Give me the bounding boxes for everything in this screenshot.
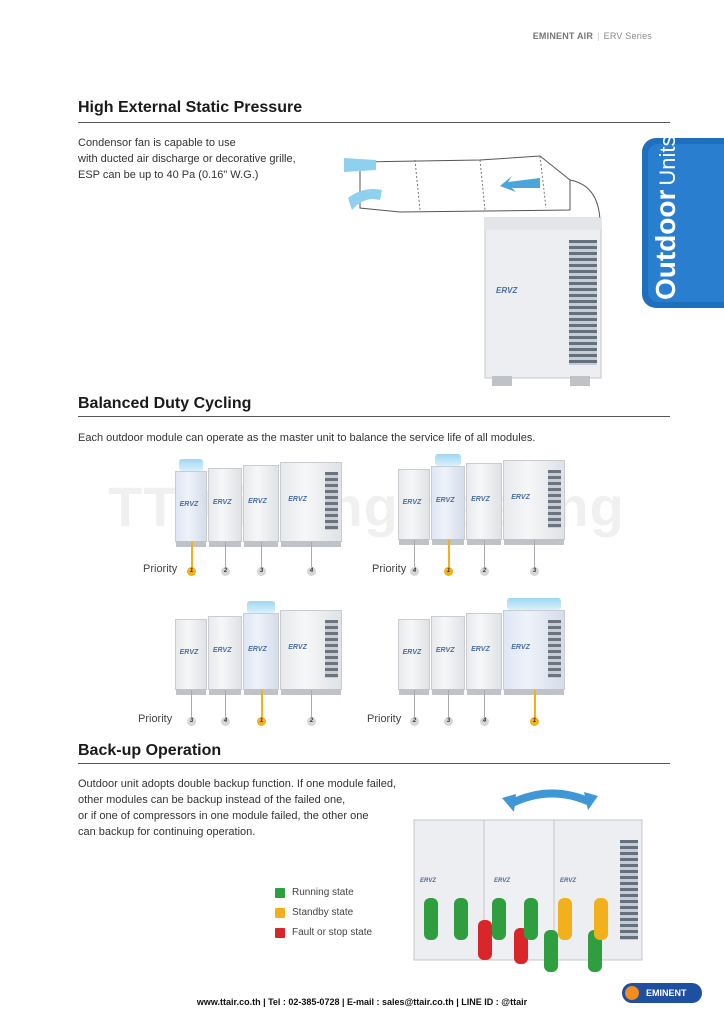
legend-running: Running state — [292, 887, 354, 898]
section-title-backup: Back-up Operation — [78, 742, 222, 759]
outdoor-module: ERVZ — [398, 469, 430, 545]
priority-number: 4 — [307, 567, 316, 576]
unit-logo: ERVZ — [496, 286, 518, 295]
section-rule — [78, 763, 670, 764]
unit-logo-3: ERVZ — [560, 878, 576, 884]
unit-logo-2: ERVZ — [494, 878, 510, 884]
unit-logo-1: ERVZ — [420, 878, 436, 884]
priority-number: 1 — [530, 717, 539, 726]
outdoor-module: ERVZ — [431, 466, 465, 545]
priority-number: 2 — [410, 717, 419, 726]
side-tab: Outdoor Units — [642, 135, 724, 308]
backup-illustration: ERVZ ERVZ ERVZ — [413, 789, 643, 972]
side-tab-line1: Outdoor — [650, 189, 681, 300]
outdoor-module: ERVZ — [243, 613, 279, 695]
outdoor-module: ERVZ — [431, 616, 465, 695]
section-title-duty: Balanced Duty Cycling — [78, 395, 252, 412]
outdoor-unit-esp: ERVZ — [484, 217, 602, 386]
priority-number: 1 — [257, 717, 266, 726]
outdoor-module: ERVZ — [208, 616, 242, 695]
outdoor-module: ERVZ — [175, 619, 207, 695]
priority-number: 3 — [257, 567, 266, 576]
priority-number: 1 — [187, 567, 196, 576]
priority-number: 2 — [480, 567, 489, 576]
priority-label: Priority — [138, 713, 173, 725]
master-airflow-indicator — [435, 454, 461, 466]
priority-number: 2 — [307, 717, 316, 726]
section-rule — [78, 122, 670, 123]
master-airflow-indicator — [247, 601, 275, 613]
priority-label: Priority — [372, 563, 407, 575]
legend-standby: Standby state — [292, 907, 354, 918]
outdoor-module: ERVZ — [466, 463, 502, 545]
footer-logo: EMINENT — [622, 983, 702, 1003]
outdoor-module: ERVZ — [175, 471, 207, 547]
priority-number: 4 — [410, 567, 419, 576]
master-airflow-indicator — [507, 598, 561, 610]
outdoor-module: ERVZ — [280, 462, 342, 547]
outdoor-module: ERVZ — [280, 610, 342, 695]
backup-body: Outdoor unit adopts double backup functi… — [78, 778, 396, 838]
legend-fault-swatch — [275, 928, 285, 938]
priority-number: 3 — [530, 567, 539, 576]
swap-arrow-icon — [508, 789, 592, 808]
outdoor-module: ERVZ — [503, 610, 565, 695]
legend-fault: Fault or stop state — [292, 927, 373, 938]
priority-number: 2 — [221, 567, 230, 576]
legend-standby-swatch — [275, 908, 285, 918]
section-title-esp: High External Static Pressure — [78, 99, 303, 116]
header-series: ERV Series — [603, 31, 652, 41]
outdoor-module: ERVZ — [503, 460, 565, 545]
priority-number: 3 — [187, 717, 196, 726]
outdoor-module: ERVZ — [208, 468, 242, 547]
section-rule — [78, 416, 670, 417]
priority-number: 3 — [444, 717, 453, 726]
priority-label: Priority — [367, 713, 402, 725]
page-header: EMINENT AIR|ERV Series — [532, 31, 652, 41]
duty-body: Each outdoor module can operate as the m… — [78, 432, 536, 444]
priority-number: 4 — [480, 717, 489, 726]
footer-contact: www.ttair.co.th | Tel : 02-385-0728 | E-… — [196, 997, 528, 1007]
priority-label: Priority — [143, 563, 178, 575]
legend-running-swatch — [275, 888, 285, 898]
duct-illustration: ERVZ — [344, 155, 602, 386]
priority-number: 1 — [444, 567, 453, 576]
eminent-logo-icon — [625, 986, 639, 1000]
outdoor-module: ERVZ — [243, 465, 279, 547]
compressor-group — [424, 898, 608, 972]
master-airflow-indicator — [179, 459, 203, 471]
header-brand: EMINENT AIR — [532, 31, 594, 41]
esp-body: Condensor fan is capable to use with duc… — [78, 137, 296, 181]
priority-number: 4 — [221, 717, 230, 726]
outdoor-module: ERVZ — [466, 613, 502, 695]
side-tab-line2: Units — [655, 135, 680, 186]
outdoor-module: ERVZ — [398, 619, 430, 695]
